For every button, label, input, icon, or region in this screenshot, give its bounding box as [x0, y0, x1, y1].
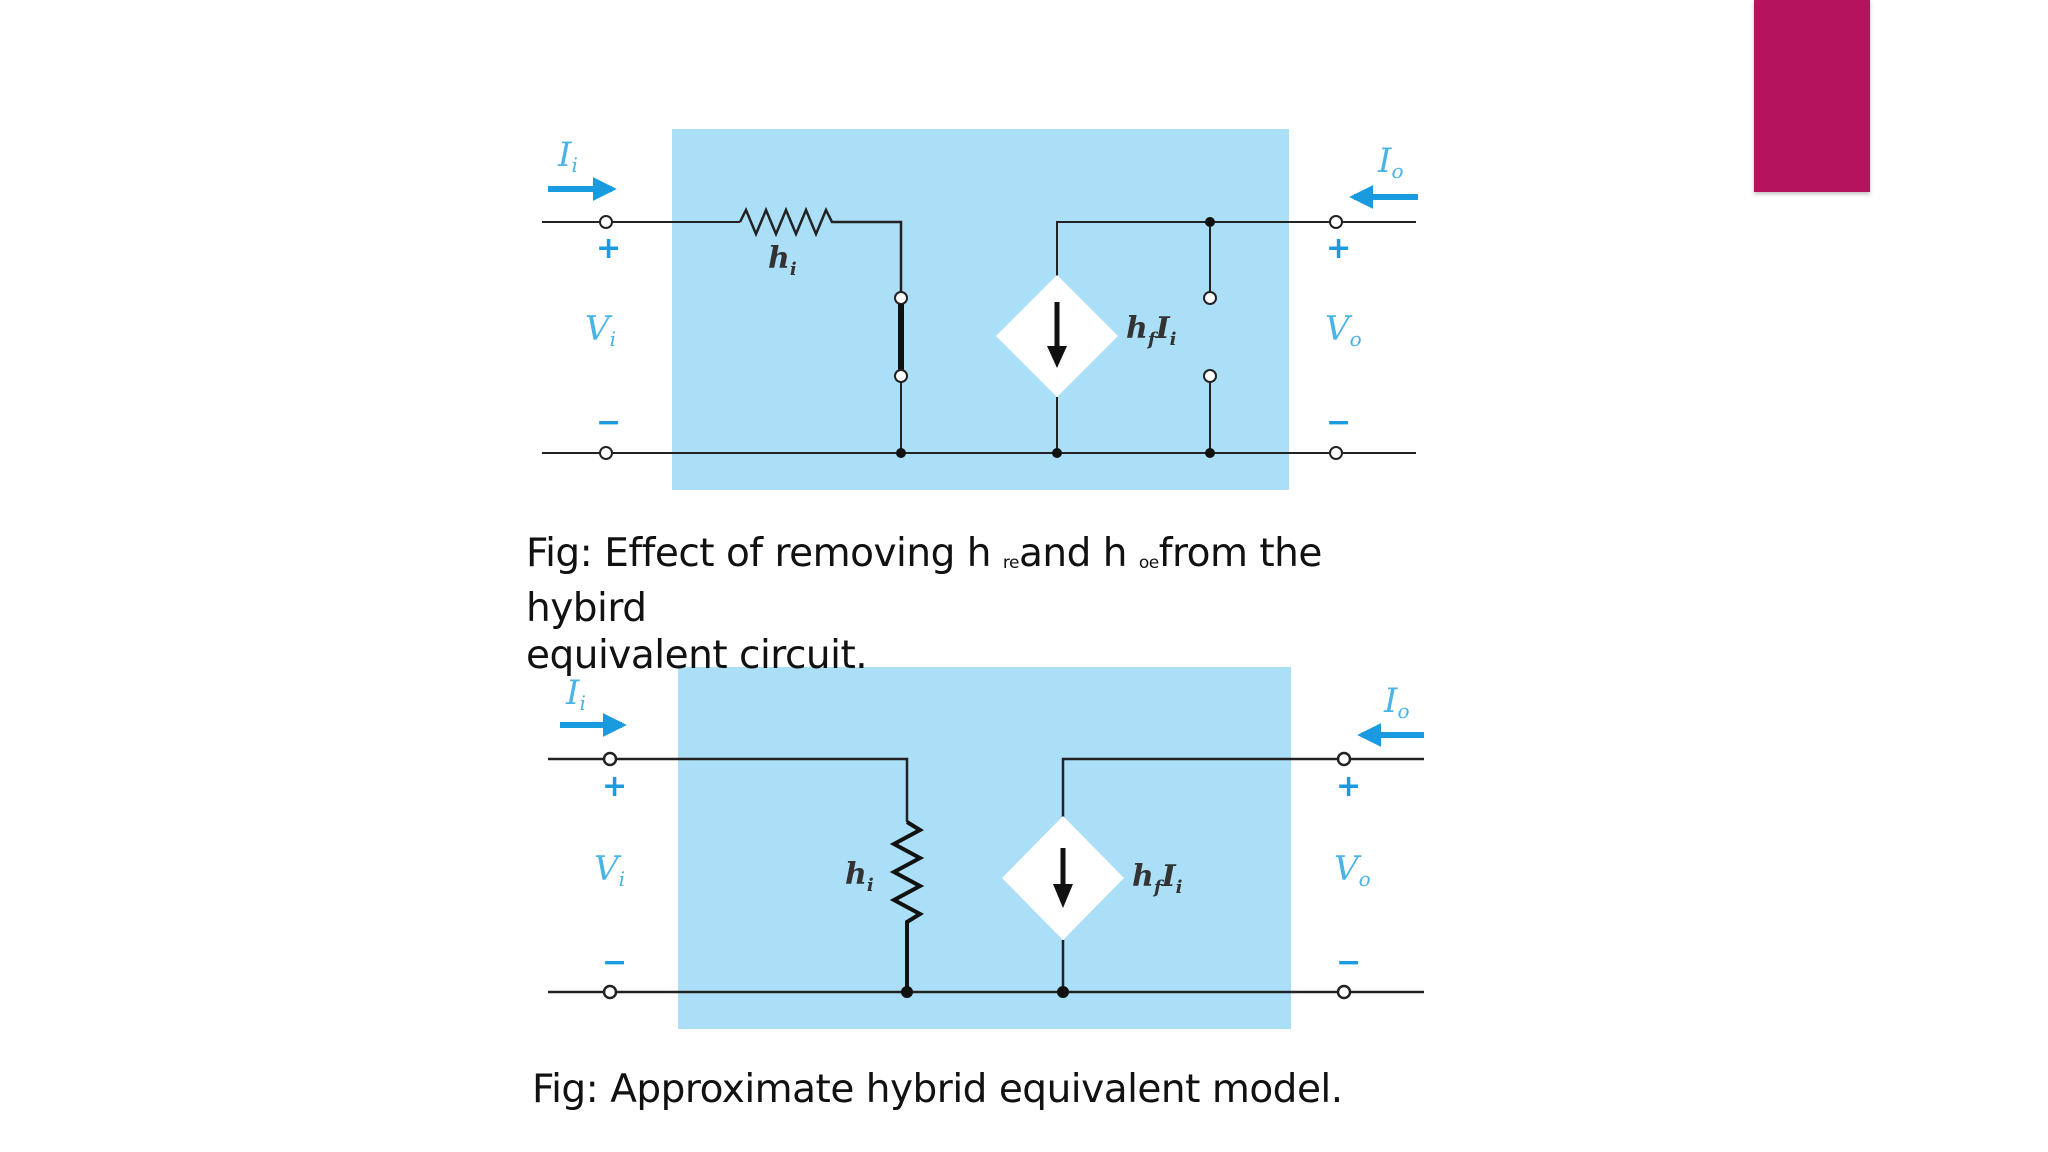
figure-1-input-plus: + — [596, 231, 621, 266]
figure-2-box — [678, 667, 1291, 1029]
figure-2-input-voltage-label: Vi — [594, 849, 625, 891]
figure-1-resistor — [738, 206, 903, 292]
figure-2-output-minus: − — [1336, 945, 1361, 980]
figure-2-input-minus: − — [602, 945, 627, 980]
figure-2-output-voltage-label: Vo — [1334, 849, 1371, 891]
figure-2-resistor — [889, 820, 925, 992]
figure-1-caption-sub-oe: oe — [1138, 553, 1159, 573]
figure-2-resistor-label: hi — [845, 857, 874, 896]
figure-1-input-terminal — [599, 215, 613, 229]
figure-1-output-voltage-label: Vo — [1325, 309, 1362, 351]
figure-1-output-plus: + — [1326, 231, 1351, 266]
figure-1-node-open — [1203, 369, 1217, 383]
figure-1-circuit: Ii Io Vi Vo + + − − hi hfIi — [542, 129, 1418, 490]
figure-2-output-terminal — [1336, 984, 1352, 1000]
figure-1-input-voltage-label: Vi — [585, 309, 616, 351]
figure-2-output-terminal — [1336, 751, 1352, 767]
figure-1-node-open — [894, 369, 908, 383]
figure-1-caption-sub-re: re — [1002, 553, 1020, 573]
figure-1-output-terminal — [1329, 215, 1343, 229]
figure-1-resistor-label: hi — [768, 241, 797, 280]
figure-1-caption-prefix: Fig: Effect of removing h — [526, 531, 991, 576]
figure-2-caption: Fig: Approximate hybrid equivalent model… — [532, 1067, 1343, 1112]
figure-2-circuit: Ii Io Vi Vo + + − − hi hfIi — [548, 667, 1424, 1029]
figure-2-source-label: hfIi — [1132, 859, 1183, 898]
figure-1-input-current-label: Ii — [557, 135, 578, 177]
figure-1-node-open — [1203, 291, 1217, 305]
figure-1-caption: Fig: Effect of removing h reand h oefrom… — [526, 530, 1426, 679]
figure-1-caption-mid: and h — [1018, 531, 1128, 576]
figure-2-output-plus: + — [1336, 769, 1361, 804]
figure-1-box — [672, 129, 1289, 490]
slide-accent-bar — [1754, 0, 1870, 192]
figure-1-output-terminal — [1329, 446, 1343, 460]
figure-1-output-minus: − — [1326, 405, 1351, 440]
figure-1-input-minus: − — [596, 405, 621, 440]
figure-1-input-terminal — [599, 446, 613, 460]
figure-1-output-current-label: Io — [1377, 141, 1403, 183]
figure-1-caption-suffix: from the hybird — [526, 531, 1322, 631]
figure-2-input-terminal — [602, 751, 618, 767]
figure-2-input-current-label: Ii — [565, 673, 586, 715]
figure-1-node-open — [894, 291, 908, 305]
figure-2-output-current-label: Io — [1383, 681, 1409, 723]
figure-1-source-label: hfIi — [1126, 311, 1177, 350]
figure-1-caption-line-2: equivalent circuit. — [526, 633, 868, 678]
figure-2-input-terminal — [602, 984, 618, 1000]
figure-2-input-plus: + — [602, 769, 627, 804]
